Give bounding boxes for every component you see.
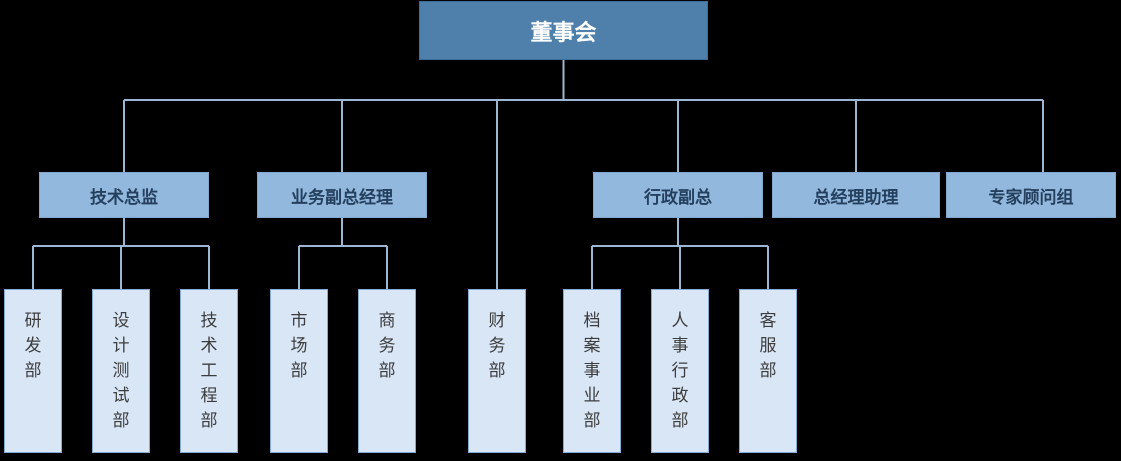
node-board-of-directors-label: 董事会: [530, 19, 597, 45]
node-gm-assistant-label: 总经理助理: [813, 187, 899, 207]
node-marketing-dept-label: 市场部: [290, 311, 308, 380]
node-rd-dept-label: 研发部: [24, 311, 42, 380]
node-finance-dept-label: 财务部: [488, 311, 506, 380]
node-tech-engineering-dept: 技术工程部: [180, 289, 238, 453]
node-expert-advisory-group: 专家顾问组: [946, 172, 1116, 218]
node-business-deputy-gm-label: 业务副总经理: [291, 187, 393, 207]
node-admin-deputy-gm-label: 行政副总: [644, 187, 712, 207]
node-admin-deputy-gm: 行政副总: [593, 172, 763, 218]
node-archives-dept: 档案事业部: [563, 289, 621, 453]
node-hr-admin-dept-label: 人事行政部: [671, 311, 689, 430]
node-archives-dept-label: 档案事业部: [583, 311, 601, 430]
node-board-of-directors: 董事会: [419, 1, 708, 60]
node-tech-director-label: 技术总监: [90, 187, 158, 207]
node-tech-director: 技术总监: [39, 172, 209, 218]
node-commerce-dept-label: 商务部: [378, 311, 396, 380]
node-customer-service-dept-label: 客服部: [759, 311, 777, 380]
node-business-deputy-gm: 业务副总经理: [257, 172, 427, 218]
node-design-test-dept-label: 设计测试部: [112, 311, 130, 430]
node-commerce-dept: 商务部: [358, 289, 416, 453]
node-tech-engineering-dept-label: 技术工程部: [200, 311, 218, 430]
node-finance-dept: 财务部: [468, 289, 526, 453]
node-gm-assistant: 总经理助理: [772, 172, 940, 218]
node-hr-admin-dept: 人事行政部: [651, 289, 709, 453]
node-rd-dept: 研发部: [4, 289, 62, 453]
node-expert-advisory-group-label: 专家顾问组: [988, 187, 1074, 207]
node-design-test-dept: 设计测试部: [92, 289, 150, 453]
node-marketing-dept: 市场部: [270, 289, 328, 453]
node-customer-service-dept: 客服部: [739, 289, 797, 453]
